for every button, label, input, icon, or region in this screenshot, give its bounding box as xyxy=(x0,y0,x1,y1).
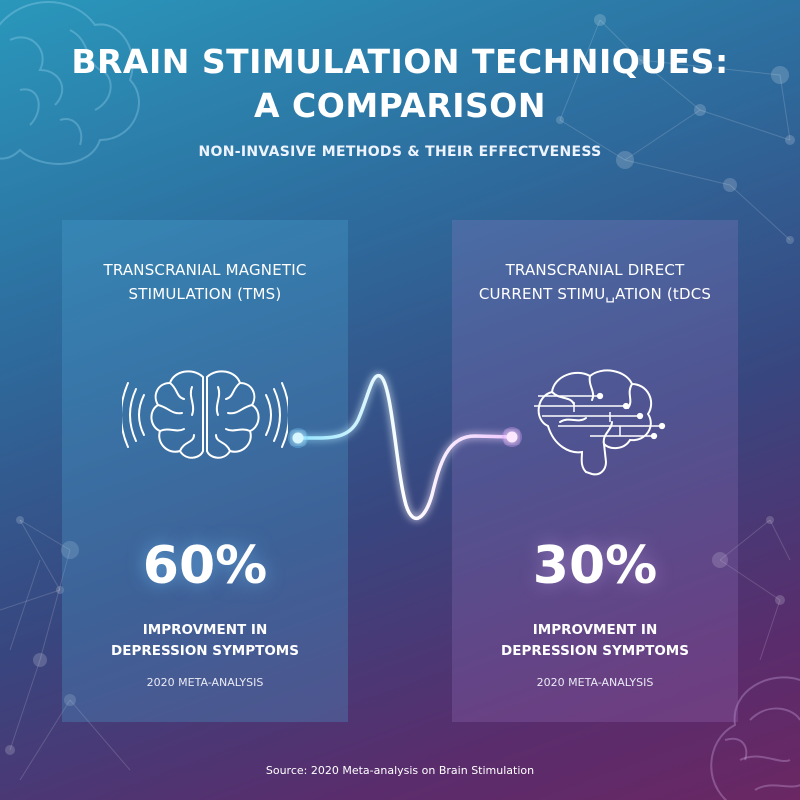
tdcs-heading-line-2: CURRENT STIMU␣ATION (tDCS xyxy=(478,285,712,303)
tdcs-heading: TRANSCRANIAL DIRECT CURRENT STIMU␣ATION … xyxy=(452,258,738,306)
brain-outline-top-left xyxy=(0,1,140,165)
tms-study: 2020 META-ANALYSIS xyxy=(146,676,264,689)
brain-with-magnetic-waves-icon xyxy=(122,370,288,459)
tms-metric-label: IMPROVMENT IN DEPRESSION SYMPTOMS xyxy=(62,620,348,662)
brain-outline-bottom-right xyxy=(710,676,800,800)
tdcs-study: 2020 META-ANALYSIS xyxy=(536,676,654,689)
tdcs-heading-line-1: TRANSCRANIAL DIRECT xyxy=(505,261,685,279)
tms-stat: 60% xyxy=(142,536,268,596)
tdcs-metric-line-2: DEPRESSION SYMPTOMS xyxy=(501,643,689,659)
tdcs-panel: TRANSCRANIAL DIRECT CURRENT STIMU␣ATION … xyxy=(452,220,738,722)
tdcs-stat: 30% xyxy=(532,536,658,596)
tdcs-metric-label: IMPROVMENT IN DEPRESSION SYMPTOMS xyxy=(452,620,738,662)
tms-heading: TRANSCRANIAL MAGNETIC STIMULATION (TMS) xyxy=(62,258,348,306)
title-line-1: BRAIN STIMULATION TECHNIQUES: xyxy=(71,42,729,81)
tms-heading-line-1: TRANSCRANIAL MAGNETIC xyxy=(103,261,307,279)
tdcs-metric-line-1: IMPROVMENT IN xyxy=(532,622,658,638)
title-line-2: A COMPARISON xyxy=(254,86,546,125)
tms-metric-line-2: DEPRESSION SYMPTOMS xyxy=(111,643,299,659)
page-subtitle: NON-INVASIVE METHODS & THEIR EFFECTVENES… xyxy=(198,144,602,160)
page-title: BRAIN STIMULATION TECHNIQUES: A COMPARIS… xyxy=(0,40,800,128)
tms-metric-line-1: IMPROVMENT IN xyxy=(142,622,268,638)
brain-with-current-lines-icon xyxy=(534,369,666,476)
tms-heading-line-2: STIMULATION (TMS) xyxy=(128,285,282,303)
tms-panel: TRANSCRANIAL MAGNETIC STIMULATION (TMS) xyxy=(62,220,348,722)
source-footnote: Source: 2020 Meta-analysis on Brain Stim… xyxy=(265,764,535,777)
